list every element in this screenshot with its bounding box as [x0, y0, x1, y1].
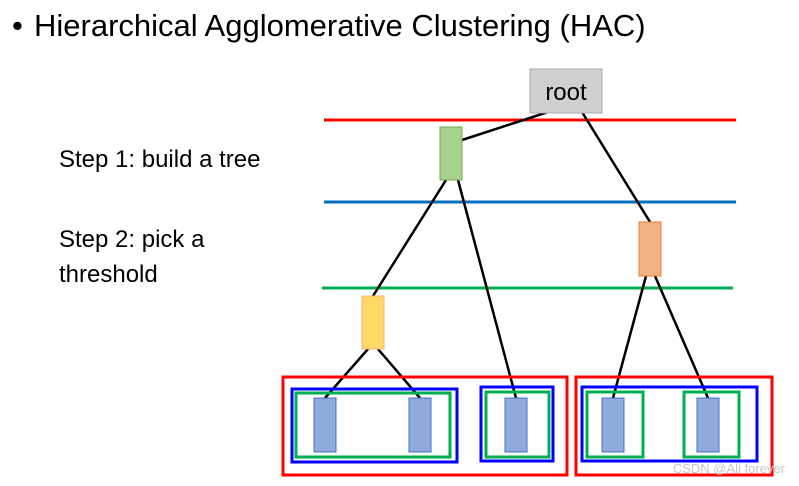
edge-yellow-leaf1	[324, 348, 369, 399]
leaf-node-1	[313, 397, 337, 453]
cluster-box-green-1	[294, 391, 452, 459]
leaf-node-2	[408, 397, 432, 453]
leaf-node-3	[504, 397, 528, 453]
leaf-node-4	[601, 397, 625, 453]
cluster-box-green-2	[484, 390, 551, 459]
bullet-icon: •	[12, 8, 23, 43]
edge-orange-leaf5	[653, 275, 710, 399]
edge-root-orange	[580, 111, 652, 223]
leaf-node-5	[696, 397, 720, 453]
step-2-line-1: Step 2: pick a	[59, 226, 205, 253]
cluster-box-blue-2	[479, 385, 555, 463]
step-1-text: Step 1: build a tree	[59, 146, 261, 173]
step-2-text: Step 2: pick a threshold	[59, 222, 204, 292]
edge-orange-leaf4	[611, 275, 648, 399]
edge-root-green	[461, 110, 549, 142]
slide-title-text: Hierarchical Agglomerative Clustering (H…	[34, 8, 646, 43]
root-node: root	[529, 68, 603, 114]
cluster-box-green-4	[682, 390, 741, 459]
step-2-line-2: threshold	[59, 261, 158, 288]
edge-yellow-leaf2	[377, 348, 421, 399]
edge-green-leaf3	[456, 179, 518, 399]
yellow-node	[361, 295, 385, 350]
cluster-box-red-right	[574, 375, 774, 477]
root-label: root	[545, 79, 587, 106]
orange-node	[638, 221, 662, 277]
cluster-box-blue-3	[580, 385, 759, 463]
leaf-nodes	[313, 397, 720, 453]
cluster-box-red-left	[281, 375, 569, 477]
watermark: CSDN @Ali forever	[672, 461, 785, 476]
green-node	[439, 126, 463, 181]
edge-green-yellow	[371, 179, 448, 297]
cluster-box-blue-1	[290, 387, 459, 464]
cluster-box-green-3	[585, 390, 645, 459]
slide-title: • Hierarchical Agglomerative Clustering (…	[12, 8, 646, 44]
